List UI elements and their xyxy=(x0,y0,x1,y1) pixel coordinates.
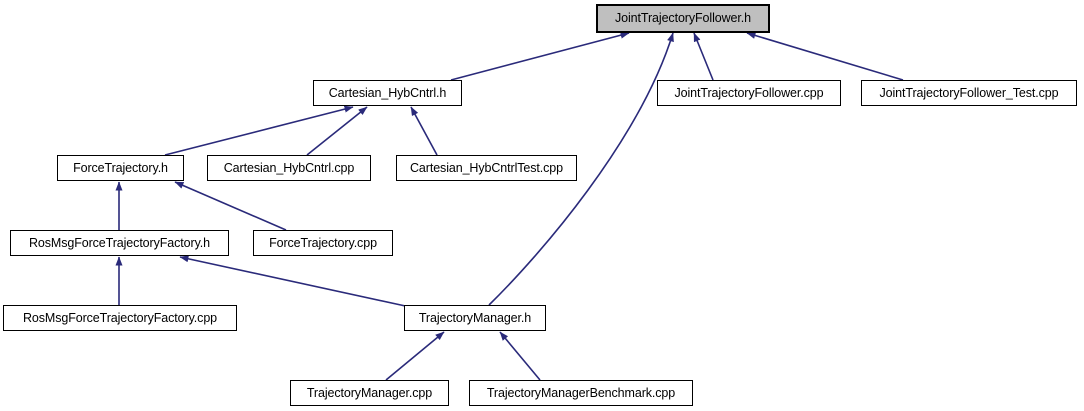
node-cartesian_hybcntrl_h[interactable]: Cartesian_HybCntrl.h xyxy=(313,80,462,106)
node-label-trajectory_manager_benchmark_cpp: TrajectoryManagerBenchmark.cpp xyxy=(486,385,676,400)
node-cartesian_hybcntrl_test_cpp[interactable]: Cartesian_HybCntrlTest.cpp xyxy=(396,155,577,181)
node-label-joint_trajectory_follower_h: JointTrajectoryFollower.h xyxy=(615,11,751,26)
node-label-trajectory_manager_h: TrajectoryManager.h xyxy=(418,310,532,325)
node-joint_trajectory_follower_test_cpp[interactable]: JointTrajectoryFollower_Test.cpp xyxy=(861,80,1077,106)
edge-force_trajectory_cpp-to-force_trajectory_h xyxy=(174,181,287,231)
edge-cartesian_hybcntrl_h-to-joint_trajectory_follower_h xyxy=(450,31,630,81)
node-trajectory_manager_benchmark_cpp[interactable]: TrajectoryManagerBenchmark.cpp xyxy=(469,380,693,406)
node-trajectory_manager_cpp[interactable]: TrajectoryManager.cpp xyxy=(290,380,449,406)
edge-cartesian_hybcntrl_cpp-to-cartesian_hybcntrl_h xyxy=(306,106,368,156)
node-label-force_trajectory_cpp: ForceTrajectory.cpp xyxy=(269,235,377,250)
edge-trajectory_manager_benchmark_cpp-to-trajectory_manager_h xyxy=(499,331,541,381)
node-ros_msg_force_trajectory_factory_cpp[interactable]: RosMsgForceTrajectoryFactory.cpp xyxy=(3,305,237,331)
node-cartesian_hybcntrl_cpp[interactable]: Cartesian_HybCntrl.cpp xyxy=(207,155,371,181)
node-label-ros_msg_force_trajectory_factory_h: RosMsgForceTrajectoryFactory.h xyxy=(28,235,211,250)
node-label-force_trajectory_h: ForceTrajectory.h xyxy=(73,160,168,175)
node-label-ros_msg_force_trajectory_factory_cpp: RosMsgForceTrajectoryFactory.cpp xyxy=(22,310,218,325)
edge-trajectory_manager_h-to-ros_msg_force_trajectory_factory_h xyxy=(179,255,411,308)
node-force_trajectory_h[interactable]: ForceTrajectory.h xyxy=(57,155,184,181)
node-joint_trajectory_follower_cpp[interactable]: JointTrajectoryFollower.cpp xyxy=(657,80,841,106)
node-label-cartesian_hybcntrl_cpp: Cartesian_HybCntrl.cpp xyxy=(223,160,355,175)
node-label-joint_trajectory_follower_test_cpp: JointTrajectoryFollower_Test.cpp xyxy=(879,85,1059,100)
edge-cartesian_hybcntrl_test_cpp-to-cartesian_hybcntrl_h xyxy=(410,106,438,156)
edge-force_trajectory_h-to-cartesian_hybcntrl_h xyxy=(164,105,354,156)
node-label-cartesian_hybcntrl_test_cpp: Cartesian_HybCntrlTest.cpp xyxy=(409,160,564,175)
node-joint_trajectory_follower_h[interactable]: JointTrajectoryFollower.h xyxy=(597,5,769,32)
edge-joint_trajectory_follower_cpp-to-joint_trajectory_follower_h xyxy=(693,32,714,81)
edge-trajectory_manager_cpp-to-trajectory_manager_h xyxy=(385,331,445,381)
node-trajectory_manager_h[interactable]: TrajectoryManager.h xyxy=(404,305,546,331)
edge-joint_trajectory_follower_test_cpp-to-joint_trajectory_follower_h xyxy=(746,32,904,81)
node-force_trajectory_cpp[interactable]: ForceTrajectory.cpp xyxy=(253,230,393,256)
node-ros_msg_force_trajectory_factory_h[interactable]: RosMsgForceTrajectoryFactory.h xyxy=(10,230,229,256)
node-label-trajectory_manager_cpp: TrajectoryManager.cpp xyxy=(306,385,433,400)
node-label-cartesian_hybcntrl_h: Cartesian_HybCntrl.h xyxy=(328,85,447,100)
node-label-joint_trajectory_follower_cpp: JointTrajectoryFollower.cpp xyxy=(674,85,824,100)
